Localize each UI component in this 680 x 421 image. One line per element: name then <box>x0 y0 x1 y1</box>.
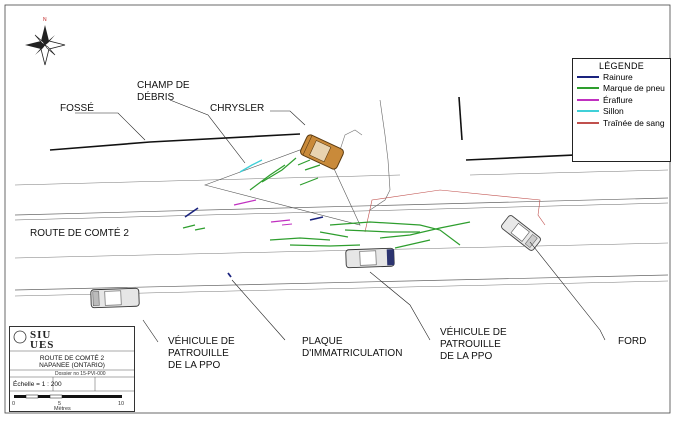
legend-item-marque-pneu: Marque de pneu <box>573 83 670 95</box>
opp-cruiser-left-vehicle <box>90 287 140 309</box>
siu-logo-top: SIU <box>30 329 52 341</box>
scale-tick-10: 10 <box>118 401 125 407</box>
driveway-curve <box>339 129 363 151</box>
legend-item-rainure: Rainure <box>573 71 670 83</box>
furrow-mark <box>239 159 263 173</box>
scrape-mark <box>281 223 293 226</box>
leader-lines <box>75 99 606 343</box>
legend-label: Rainure <box>603 71 633 82</box>
shoulder-north <box>14 174 401 186</box>
road-edge-north-2 <box>14 202 669 221</box>
legend-label: Marque de pneu <box>603 83 665 94</box>
compass-rose-icon <box>25 25 66 66</box>
label-vehicule-ppo-right: VÉHICULE DE PATROUILLE DE LA PPO <box>440 327 507 362</box>
scrape-mark <box>270 219 291 223</box>
ditch-line-east-vertical <box>458 96 463 141</box>
legend-label: Éraflure <box>603 94 633 105</box>
gouge-mark <box>309 216 324 221</box>
legend-label: Sillon <box>603 106 624 117</box>
title-block: SIU UES ROUTE DE COMTÉ 2 NAPANEE (ONTARI… <box>9 326 135 412</box>
chrysler-vehicle <box>300 134 344 170</box>
siu-logo-bottom: UES <box>30 339 55 351</box>
legend-item-trainee-sang: Traînée de sang <box>573 117 670 129</box>
page-frame <box>4 4 671 414</box>
legend-swatch <box>577 87 599 90</box>
road-edge-south <box>14 274 669 291</box>
road-edge-north <box>14 197 669 216</box>
gouge-mark <box>184 207 199 218</box>
label-route: ROUTE DE COMTÉ 2 <box>30 228 129 239</box>
tire-marks <box>182 157 471 249</box>
legend-label: Traînée de sang <box>603 117 665 128</box>
driveway-outline <box>369 99 391 211</box>
scale-unit: Mètres <box>54 406 71 412</box>
scrape-mark <box>233 199 257 206</box>
label-fosse: FOSSÉ <box>60 103 94 114</box>
legend-swatch <box>577 110 599 113</box>
blood-trail <box>364 189 546 233</box>
title-dossier-number: Dossier no 15-PVI-000 <box>55 371 106 377</box>
title-location-road: ROUTE DE COMTÉ 2 <box>39 355 105 362</box>
shoulder-north-east <box>469 169 669 176</box>
ford-vehicle <box>501 215 541 251</box>
road-centre-line <box>14 242 669 259</box>
label-ford: FORD <box>618 336 647 347</box>
opp-cruiser-right-vehicle <box>345 247 395 269</box>
scale-tick-5: 5 <box>58 401 62 407</box>
legend-item-eraflure: Éraflure <box>573 94 670 106</box>
legend-swatch <box>577 121 599 124</box>
legend-item-sillon: Sillon <box>573 106 670 118</box>
legend-swatch <box>577 98 599 101</box>
label-champ-debris: CHAMP DE DÉBRIS <box>137 80 190 103</box>
scale-tick-0: 0 <box>12 401 16 407</box>
label-chrysler: CHRYSLER <box>210 103 265 114</box>
compass-north-label: N <box>43 17 47 23</box>
title-block-lines <box>10 330 134 399</box>
label-vehicule-ppo-left: VÉHICULE DE PATROUILLE DE LA PPO <box>168 336 235 371</box>
ditch-line <box>49 133 301 151</box>
legend-swatch <box>577 75 599 78</box>
title-scale-label: Échelle = 1 : 200 <box>13 381 62 388</box>
label-plaque: PLAQUE D'IMMATRICULATION <box>302 336 403 359</box>
legend-title: LÉGENDE <box>598 61 645 71</box>
title-location-town: NAPANEE (ONTARIO) <box>39 362 105 369</box>
licence-plate-mark <box>227 272 232 278</box>
legend: LÉGENDE Rainure Marque de pneu Éraflure … <box>572 58 671 162</box>
